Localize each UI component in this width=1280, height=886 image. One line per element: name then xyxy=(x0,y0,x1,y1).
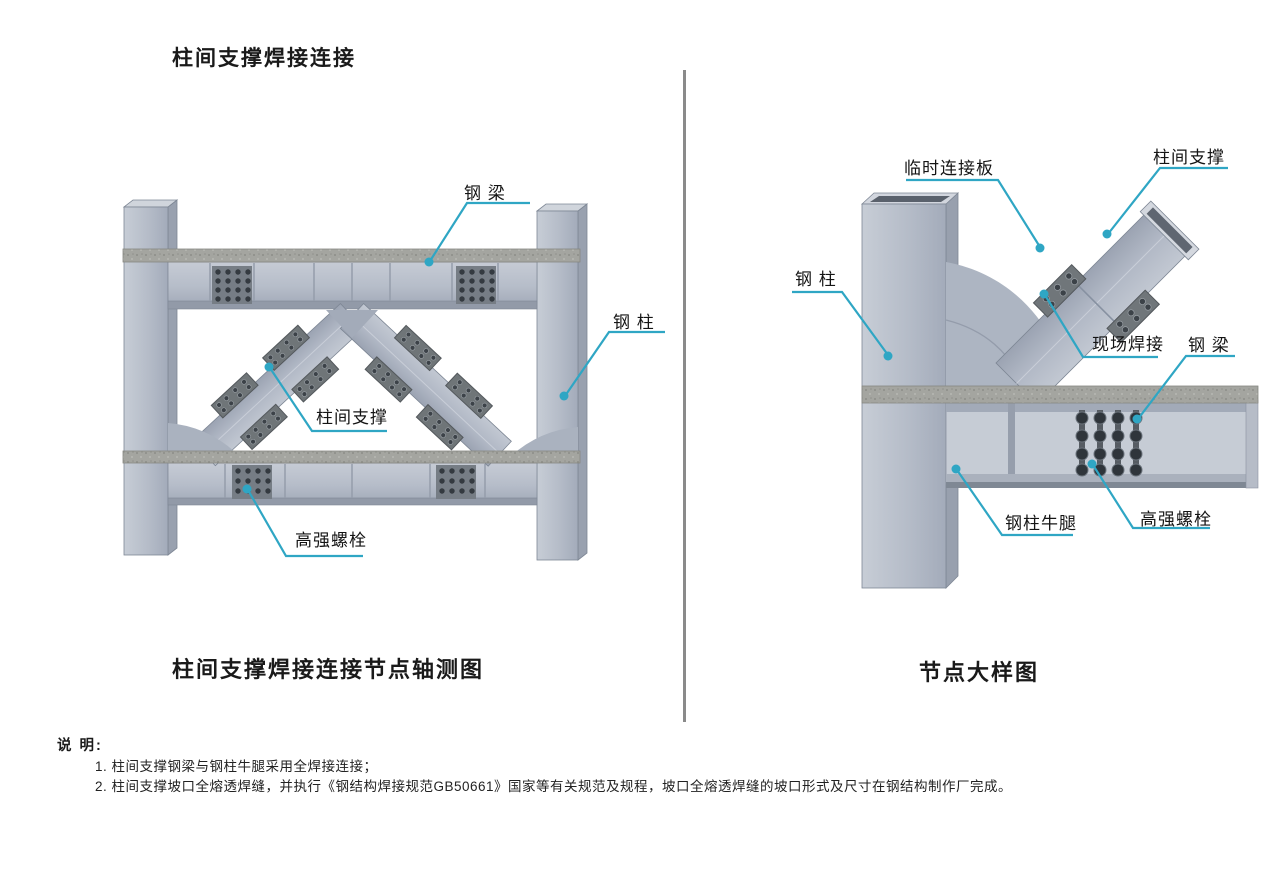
temporary-connection-plate xyxy=(1106,289,1161,344)
leader-lines xyxy=(247,166,1235,558)
leader-dots xyxy=(242,229,1142,494)
splice-plate-assembly xyxy=(415,372,494,451)
note-line-2: 2. 柱间支撑坡口全熔透焊缝，并执行《钢结构焊接规范GB50661》国家等有关规… xyxy=(95,779,1013,794)
label-high-strength-bolt-right: 高强螺栓 xyxy=(1140,510,1212,529)
bolt-group-top-right xyxy=(456,266,496,304)
splice-plate-assembly xyxy=(364,324,442,403)
corbel-stiffener xyxy=(1008,403,1015,481)
bolt-group-bottom-left xyxy=(232,465,272,499)
leader-steel-beam-left xyxy=(429,201,530,262)
bolt-group-bottom-right xyxy=(436,465,476,499)
note-line-1: 1. 柱间支撑钢梁与钢柱牛腿采用全焊接连接； xyxy=(95,759,378,774)
leader-high-strength-bolt-left xyxy=(247,489,363,558)
foot-gusset-left xyxy=(168,423,235,452)
leader-column-brace-left xyxy=(269,367,387,433)
leader-column-brace-right xyxy=(1107,166,1228,235)
label-column-brace-left: 柱间支撑 xyxy=(316,408,388,427)
leader-column-corbel xyxy=(956,469,1073,537)
label-steel-beam-right: 钢 梁 xyxy=(1188,336,1230,355)
caption-right-diagram: 节点大样图 xyxy=(919,660,1040,685)
slab-strip-detail xyxy=(861,385,1259,404)
leader-steel-beam-right xyxy=(1137,354,1235,420)
steel-beam-top xyxy=(167,261,538,310)
panel-divider xyxy=(683,70,686,722)
caption-left-diagram: 柱间支撑焊接连接节点轴测图 xyxy=(172,657,485,682)
leader-temporary-connection-plate xyxy=(906,178,1041,248)
leader-steel-column-left xyxy=(564,330,665,397)
peak-gusset xyxy=(326,310,378,338)
leader-steel-column-right xyxy=(792,290,889,356)
steel-beam-bottom xyxy=(167,462,538,506)
label-site-weld: 现场焊接 xyxy=(1092,335,1164,354)
label-temporary-connection-plate: 临时连接板 xyxy=(904,159,994,178)
leader-site-weld xyxy=(1044,294,1158,359)
label-column-corbel: 钢柱牛腿 xyxy=(1005,514,1077,533)
slab-strip-bottom xyxy=(122,450,581,464)
left-diagram xyxy=(122,199,589,561)
slab-strip-top xyxy=(122,248,581,263)
label-steel-column-right: 钢 柱 xyxy=(795,270,837,289)
foot-gusset-right xyxy=(511,427,578,456)
label-steel-beam-left: 钢 梁 xyxy=(464,184,506,203)
leader-high-strength-bolt-right xyxy=(1092,464,1210,530)
bolt-group-top-left xyxy=(212,266,252,304)
steel-beam-detail xyxy=(945,399,1259,489)
splice-plate-assembly xyxy=(210,372,288,451)
label-high-strength-bolt-left: 高强螺栓 xyxy=(295,531,367,550)
sheet-title: 柱间支撑焊接连接 xyxy=(172,47,356,70)
column-brace-detail xyxy=(995,200,1200,405)
column-brace-right-leg xyxy=(339,303,512,467)
notes-heading: 说 明: xyxy=(57,738,103,754)
column-brace-left-leg xyxy=(191,302,365,467)
label-steel-column-left: 钢 柱 xyxy=(613,313,655,332)
splice-plate-assembly xyxy=(261,324,340,403)
label-column-brace-right: 柱间支撑 xyxy=(1153,148,1225,167)
high-strength-bolt-grid xyxy=(1075,410,1143,477)
